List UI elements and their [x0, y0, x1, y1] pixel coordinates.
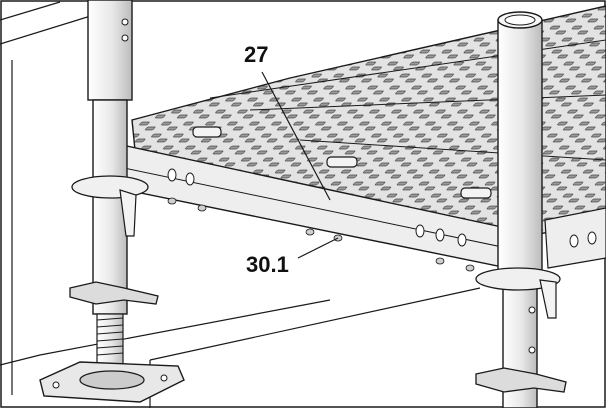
leader-line-30-1: [297, 237, 339, 259]
left-standard-post: [39, 0, 185, 403]
right-standard-post: [475, 11, 567, 408]
leader-line-27: [261, 71, 331, 201]
right-platform-extension: [544, 207, 606, 269]
background-lines: [0, 1, 481, 408]
callout-label-deck: 27: [244, 42, 269, 67]
callout-label-bracket: 30.1: [246, 252, 289, 277]
callout-leader-lines: [261, 71, 339, 259]
